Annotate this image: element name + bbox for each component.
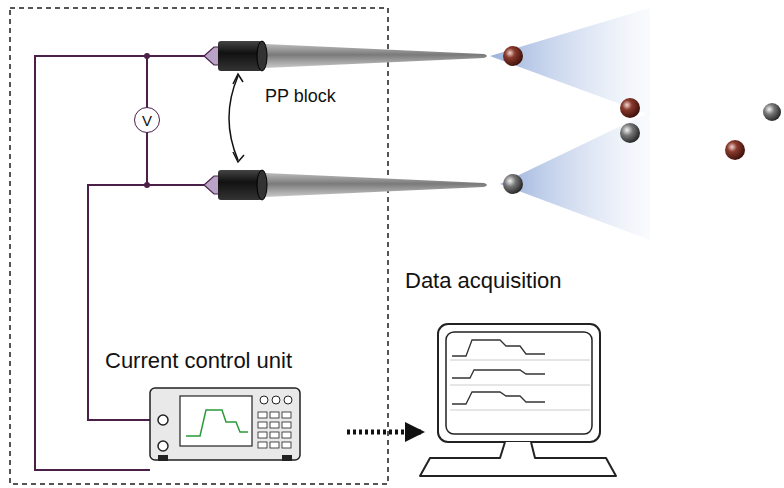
pp-block bbox=[218, 41, 262, 71]
junction-dot bbox=[144, 182, 150, 188]
computer: Data acquisition bbox=[405, 268, 620, 480]
capillary bbox=[265, 44, 487, 68]
pp-block-end bbox=[257, 170, 267, 200]
dashed-frame bbox=[10, 8, 388, 484]
pp-block-end bbox=[257, 41, 267, 71]
arrowhead bbox=[233, 152, 244, 162]
droplet bbox=[503, 174, 523, 194]
meter-letter: V bbox=[142, 112, 152, 129]
junction-dot bbox=[144, 53, 150, 59]
leader-arrow bbox=[229, 76, 238, 160]
arrowhead bbox=[233, 74, 243, 84]
capillary bbox=[265, 173, 487, 197]
droplet bbox=[725, 140, 745, 160]
droplet bbox=[620, 98, 640, 118]
data-link-arrow bbox=[347, 430, 421, 435]
electrode-tip bbox=[204, 47, 220, 65]
node-heading: Data acquisition bbox=[405, 268, 562, 294]
computer bbox=[420, 324, 616, 476]
part-label: PP block bbox=[265, 86, 336, 107]
spray-cone bbox=[500, 112, 650, 240]
droplet bbox=[763, 103, 781, 121]
voltmeter-symbol: V bbox=[134, 107, 160, 133]
control-unit: Current control unit bbox=[105, 348, 345, 464]
current-control-device bbox=[150, 388, 300, 461]
droplet bbox=[503, 46, 523, 66]
droplet bbox=[620, 123, 640, 143]
pp-block bbox=[218, 170, 262, 200]
node-heading: Current control unit bbox=[105, 348, 292, 374]
electrode-tip bbox=[204, 176, 220, 194]
